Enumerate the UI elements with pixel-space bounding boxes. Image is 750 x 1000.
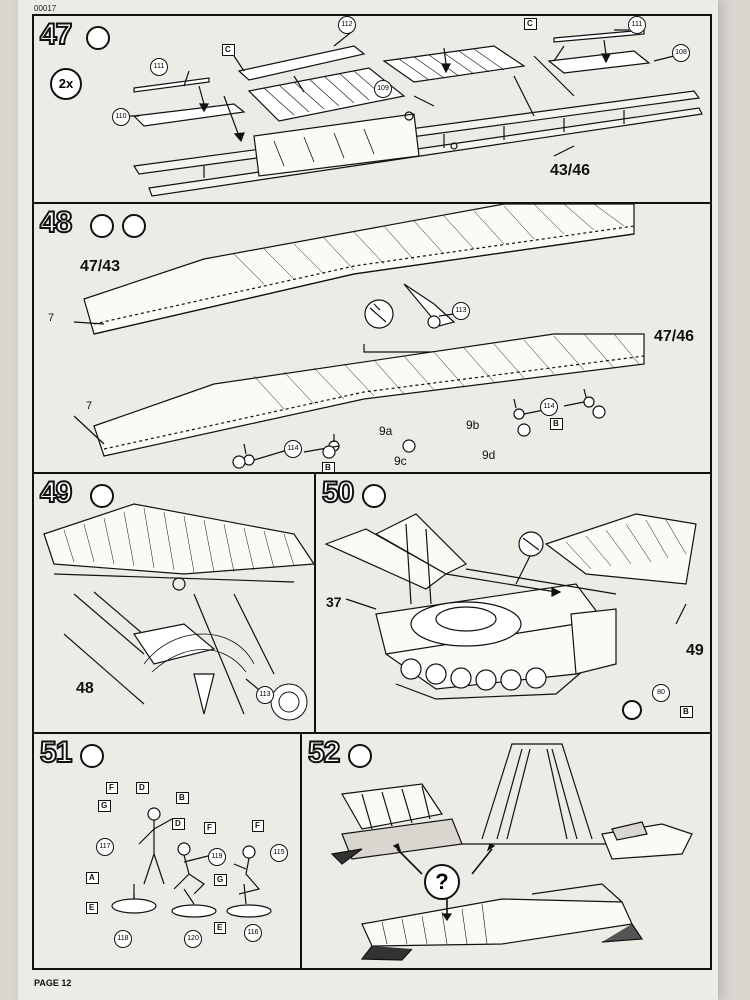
step-number: 47 xyxy=(39,17,73,52)
flag-d-1: D xyxy=(136,782,149,794)
part-37: 37 xyxy=(326,594,342,610)
step-51-panel: 51 117 119 115 118 120 116 F D B G D F F… xyxy=(32,732,302,970)
bottom-assembly-label: 47/46 xyxy=(654,328,695,345)
flag-f-2: F xyxy=(204,822,216,834)
part-113: 113 xyxy=(452,302,470,320)
question-badge: ? xyxy=(424,864,460,900)
glue-icon xyxy=(80,744,104,768)
sub-9a: 9a xyxy=(379,424,393,438)
part-119: 119 xyxy=(208,848,226,866)
part-111-left: 111 xyxy=(150,58,168,76)
step-number: 49 xyxy=(39,475,73,510)
glue-icon xyxy=(362,484,386,508)
flag-d-2: D xyxy=(172,818,185,830)
paint-asterisk-icon xyxy=(348,744,372,768)
step-number: 52 xyxy=(307,735,341,770)
flag-e-1: E xyxy=(86,902,99,914)
part-117: 117 xyxy=(96,838,114,856)
part-111-right: 111 xyxy=(628,16,646,34)
sub-9b: 9b xyxy=(466,418,480,432)
step-47-panel: 47 2x 112 111 111 110 109 108 C C 43/46 xyxy=(32,14,712,204)
step-49-panel: 49 48 113 xyxy=(32,472,316,734)
flag-b-left: B xyxy=(322,462,335,472)
flag-b: B xyxy=(680,706,693,718)
assembly-label: 43/46 xyxy=(550,162,591,179)
part-115: 115 xyxy=(270,844,288,862)
step-49-illustration xyxy=(43,503,314,721)
assembly-label: 48 xyxy=(76,680,94,697)
part-114-left: 114 xyxy=(284,440,302,458)
part-114-right: 114 xyxy=(540,398,558,416)
sub-9c: 9c xyxy=(394,454,407,468)
step-50-panel: 50 37 49 80 B xyxy=(314,472,712,734)
step-47-illustration xyxy=(129,29,703,197)
step-number: 50 xyxy=(321,475,355,510)
flag-c-left: C xyxy=(222,44,235,56)
flag-a: A xyxy=(86,872,99,884)
part-109: 109 xyxy=(374,80,392,98)
part-108: 108 xyxy=(672,44,690,62)
flag-e-2: E xyxy=(214,922,227,934)
flag-b-1: B xyxy=(176,792,189,804)
multiplier-badge: 2x xyxy=(50,68,82,100)
flag-g-1: G xyxy=(98,800,112,812)
top-assembly-label: 47/43 xyxy=(80,258,121,275)
step-number: 51 xyxy=(39,735,73,770)
part-118: 118 xyxy=(114,930,132,948)
flag-g-2: G xyxy=(214,874,228,886)
flag-b-right: B xyxy=(550,418,563,430)
step-52-illustration xyxy=(330,743,693,961)
flag-f-3: F xyxy=(252,820,264,832)
step-48-panel: 48 47/43 47/46 7 7 113 114 114 B B 9a 9b… xyxy=(32,202,712,474)
part-80: 80 xyxy=(652,684,670,702)
part-116: 116 xyxy=(244,924,262,942)
part-110: 110 xyxy=(112,108,130,126)
flag-c-right: C xyxy=(524,18,537,30)
page-label: PAGE 12 xyxy=(34,978,72,988)
document-code: 00017 xyxy=(34,4,57,13)
step-50-illustration xyxy=(324,513,697,700)
step-48-illustration xyxy=(73,204,645,469)
glue-icon xyxy=(90,214,114,238)
part-7-top: 7 xyxy=(48,312,55,324)
step-52-panel: 52 ? xyxy=(300,732,712,970)
multiplier-label: 2x xyxy=(58,76,74,91)
sub-9d: 9d xyxy=(482,448,496,462)
paint-asterisk-icon xyxy=(622,700,642,720)
glue-icon xyxy=(86,26,110,50)
assembly-49: 49 xyxy=(686,642,704,659)
paint-brush-icon xyxy=(122,214,146,238)
part-120: 120 xyxy=(184,930,202,948)
step-number: 48 xyxy=(39,205,73,240)
question-mark: ? xyxy=(435,869,449,894)
glue-icon xyxy=(90,484,114,508)
part-113: 113 xyxy=(256,686,274,704)
part-112: 112 xyxy=(338,16,356,34)
step-51-illustration xyxy=(111,807,272,918)
flag-f-1: F xyxy=(106,782,118,794)
part-7-bottom: 7 xyxy=(86,400,93,412)
